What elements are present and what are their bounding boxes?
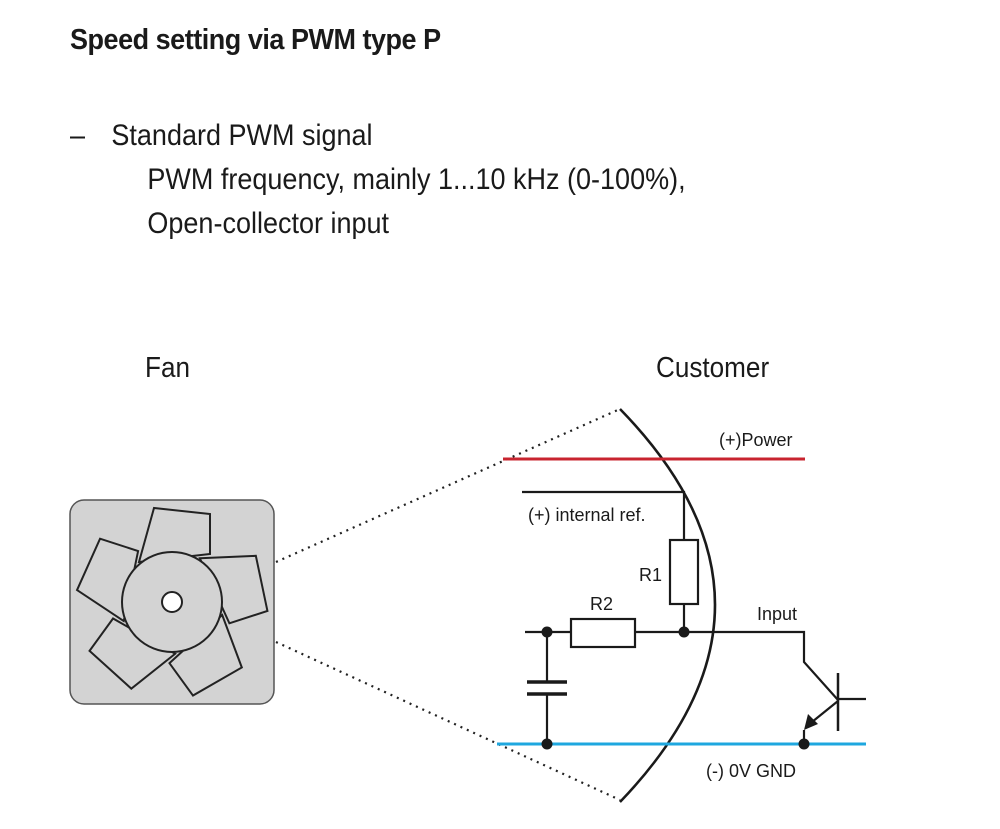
internal-ref-label: (+) internal ref.: [528, 505, 646, 525]
boundary-arc: [619, 408, 717, 803]
fan-axle: [161, 591, 183, 613]
bullet-dash: –: [70, 119, 86, 152]
fan-icon: [69, 499, 275, 705]
feature-text-input: Open-collector input: [147, 207, 390, 240]
fan-label: Fan: [145, 352, 190, 384]
feature-text-frequency: PWM frequency, mainly 1...10 kHz (0-100%…: [147, 163, 686, 196]
junction-capacitor-ground: [541, 738, 553, 750]
r1-label: R1: [639, 565, 662, 585]
customer-label: Customer: [656, 352, 770, 384]
page-title: Speed setting via PWM type P: [70, 24, 441, 56]
junction-r1: [678, 626, 690, 638]
capacitor-symbol: [527, 632, 567, 744]
feature-list: –Standard PWM signal PWM frequency, main…: [70, 114, 686, 246]
input-wire: [635, 630, 839, 701]
internal-ref-wire: [522, 490, 686, 540]
resistor-r1: [668, 538, 700, 606]
fan-blades: [75, 506, 269, 697]
resistor-r2: [569, 617, 637, 649]
power-label: (+)Power: [719, 430, 793, 450]
zoom-line-top: [275, 407, 621, 564]
feature-item-standard: –Standard PWM signal: [70, 114, 686, 158]
gnd-label: (-) 0V GND: [706, 761, 796, 781]
feature-text-standard: Standard PWM signal: [111, 119, 373, 152]
transistor-symbol: [802, 673, 866, 744]
input-label: Input: [757, 604, 797, 624]
zoom-line-bottom: [275, 641, 621, 801]
r2-label: R2: [590, 594, 613, 614]
